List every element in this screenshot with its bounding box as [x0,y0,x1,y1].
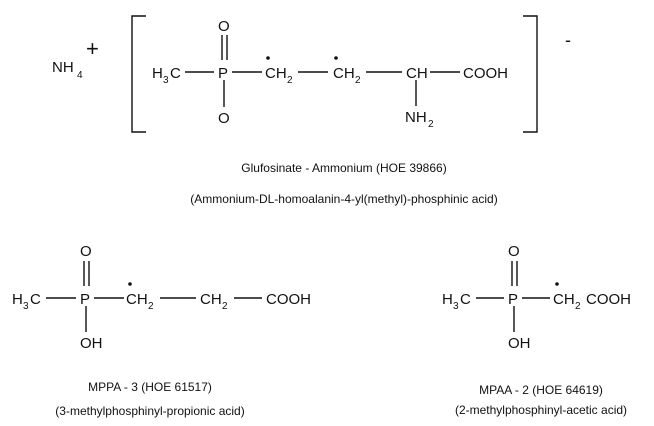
methyl-3: 3 [163,75,169,86]
methyl-h: H [12,291,23,308]
radical-dot [334,56,338,60]
radical-dot [555,282,559,286]
mppa-caption-name: MPPA - 3 (HOE 61517) [88,380,212,394]
anion-charge: - [565,30,571,50]
amino-2: 2 [428,119,434,130]
methyl-c: C [30,291,41,308]
ch2-first-2: 2 [148,301,154,312]
left-bracket [131,15,146,133]
ch2-2: 2 [575,301,581,312]
ch2-second-c: CH [333,65,355,82]
ch2-second-c: CH [200,291,222,308]
phosphorus-atom: P [218,65,228,82]
hydroxyl-group: OH [80,335,103,352]
mpaa-caption-name: MPAA - 2 (HOE 64619) [479,383,603,397]
ammonium-plus: + [86,36,99,61]
ch2-first-c: CH [126,291,148,308]
oxygen-top-atom: O [508,243,520,260]
ch2-first-c: CH [265,65,287,82]
ch2-second-2: 2 [355,75,361,86]
amino-nh: NH [405,109,427,126]
methyl-c: C [460,291,471,308]
ch2-first-2: 2 [287,75,293,86]
mpaa-structure: H 3 C P O OH CH 2 COOH [442,243,631,352]
oxygen-bottom-atom: O [218,110,230,127]
glufosinate-caption-name: Glufosinate - Ammonium (HOE 39866) [241,161,446,175]
methyl-c: C [170,65,181,82]
phosphorus-atom: P [80,291,90,308]
methyl-h: H [442,291,453,308]
carboxyl-group: COOH [586,291,631,308]
right-bracket [523,15,538,133]
carboxyl-group: COOH [463,65,508,82]
ammonium-subscript: 4 [77,70,83,81]
oxygen-top-atom: O [80,243,92,260]
carboxyl-group: COOH [266,291,311,308]
hydroxyl-group: OH [508,335,531,352]
mppa-caption-iupac: (3-methylphosphinyl-propionic acid) [55,404,244,418]
phosphorus-atom: P [508,291,518,308]
glufosinate-structure: NH 4 + - H 3 C P O O CH 2 CH 2 CH COOH N… [52,15,571,133]
radical-dot [266,56,270,60]
methyl-3: 3 [453,301,459,312]
oxygen-top-atom: O [218,18,230,35]
ch2-second-2: 2 [222,301,228,312]
methyl-3: 3 [23,301,29,312]
radical-dot [128,282,132,286]
ammonium-nh: NH [52,59,74,76]
ch2-c: CH [553,291,575,308]
alpha-ch-atom: CH [406,65,428,82]
methyl-h: H [152,65,163,82]
glufosinate-caption-iupac: (Ammonium-DL-homoalanin-4-yl(methyl)-pho… [190,192,497,206]
mppa-structure: H 3 C P O OH CH 2 CH 2 COOH [12,243,311,352]
mpaa-caption-iupac: (2-methylphosphinyl-acetic acid) [455,403,627,417]
